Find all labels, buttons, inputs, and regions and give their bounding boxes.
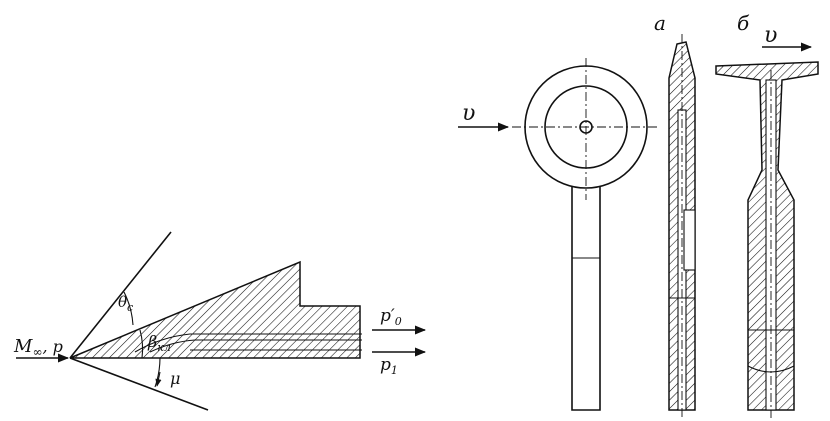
probe-a-insert <box>683 209 696 271</box>
internal-channel-upper <box>134 333 362 353</box>
mu-label: μ <box>170 369 180 388</box>
section-b-label: б <box>737 11 750 35</box>
velocity-label-right: υ <box>764 23 777 48</box>
p1-label: p1 <box>380 355 398 377</box>
wedge-probe-diagram: M∞, p θc βкл μ p′0 p1 <box>13 231 427 411</box>
p0-label: p′0 <box>380 306 402 328</box>
theta-label: θc <box>118 293 133 314</box>
wedge-body <box>69 260 361 359</box>
disc-probe-front-view: υ <box>458 58 660 411</box>
mu-arc <box>154 357 161 388</box>
theta-arc <box>123 291 134 326</box>
velocity-label-left: υ <box>462 101 475 126</box>
beta-label: βкл <box>147 332 171 354</box>
probe-section-b: б υ <box>715 11 819 418</box>
shock-line-upper <box>69 231 172 359</box>
internal-channel-upper-inner <box>149 339 362 353</box>
shock-line-lower <box>69 357 209 411</box>
disc-stem-outline <box>571 180 601 411</box>
mach-label: M∞, p <box>13 336 63 359</box>
probe-section-a: а <box>654 11 696 418</box>
mu-arrow <box>155 371 162 387</box>
section-a-label: а <box>654 11 666 35</box>
beta-arc <box>139 329 144 359</box>
